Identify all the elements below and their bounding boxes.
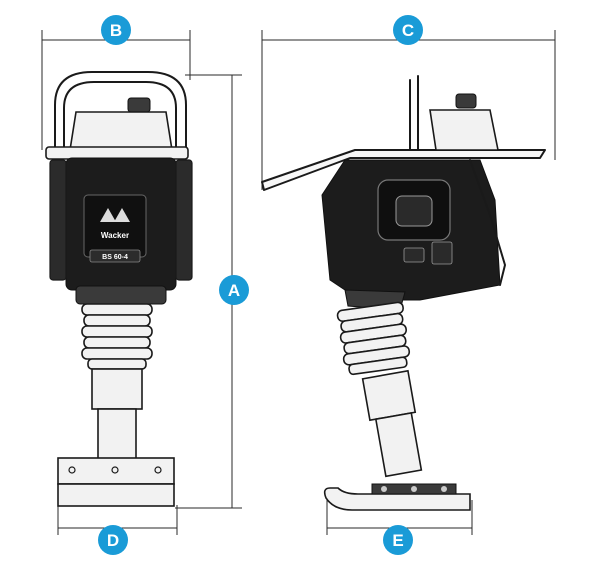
- badge-d-circle: [98, 525, 128, 555]
- front-handle-outer: [54, 71, 187, 149]
- side-leg: [361, 369, 423, 478]
- front-shoe-bolt: [111, 466, 119, 474]
- side-shoe-bolt: [411, 486, 417, 492]
- front-leg-lower: [97, 408, 137, 460]
- side-shoe-bolt: [441, 486, 447, 492]
- front-logo-plate: [83, 194, 147, 258]
- front-handle-inner: [63, 81, 177, 149]
- badge-e-circle: [383, 525, 413, 555]
- front-fuel-tank: [69, 111, 173, 151]
- front-leg-upper: [91, 368, 143, 410]
- badge-a-circle: [219, 275, 249, 305]
- badge-e: E: [383, 525, 413, 555]
- badge-e-label: E: [392, 531, 403, 550]
- side-air-filter-cover: [395, 195, 433, 227]
- badge-b-circle: [101, 15, 131, 45]
- front-model-plate-bg: [89, 249, 141, 263]
- front-side-frame-right: [175, 159, 193, 281]
- front-brand-plate: Wacker: [101, 231, 129, 240]
- side-shoe-bolt: [381, 486, 387, 492]
- front-bellows: [81, 303, 153, 370]
- side-fuel-cap: [455, 93, 477, 109]
- side-switch: [403, 247, 425, 263]
- front-view: Wacker BS 60-4: [45, 71, 193, 507]
- side-choke: [431, 241, 453, 265]
- side-shoe: [323, 487, 471, 511]
- front-handle-crossbar: [45, 146, 189, 160]
- side-view: [261, 75, 546, 511]
- badge-a: A: [219, 275, 249, 305]
- front-lower-housing: [75, 285, 167, 305]
- side-fuel-tank: [429, 109, 499, 151]
- front-shoe-base: [57, 483, 175, 507]
- front-logo-mark: [100, 208, 130, 222]
- front-fuel-cap: [127, 97, 151, 113]
- side-handle-bar: [261, 149, 546, 191]
- badge-d-label: D: [107, 531, 119, 550]
- badge-c-circle: [393, 15, 423, 45]
- badge-c-label: C: [402, 21, 414, 40]
- front-shoe-bolt: [68, 466, 76, 474]
- dimension-badges: B C A D E: [98, 15, 423, 555]
- badge-c: C: [393, 15, 423, 45]
- front-side-frame-left: [49, 159, 67, 281]
- badge-a-label: A: [228, 281, 240, 300]
- badge-b-label: B: [110, 21, 122, 40]
- side-guard-frame: [469, 159, 506, 286]
- badge-b: B: [101, 15, 131, 45]
- front-model-plate: BS 60-4: [102, 254, 128, 261]
- front-shoe-bolt: [154, 466, 162, 474]
- badge-d: D: [98, 525, 128, 555]
- side-bellows: [336, 301, 411, 376]
